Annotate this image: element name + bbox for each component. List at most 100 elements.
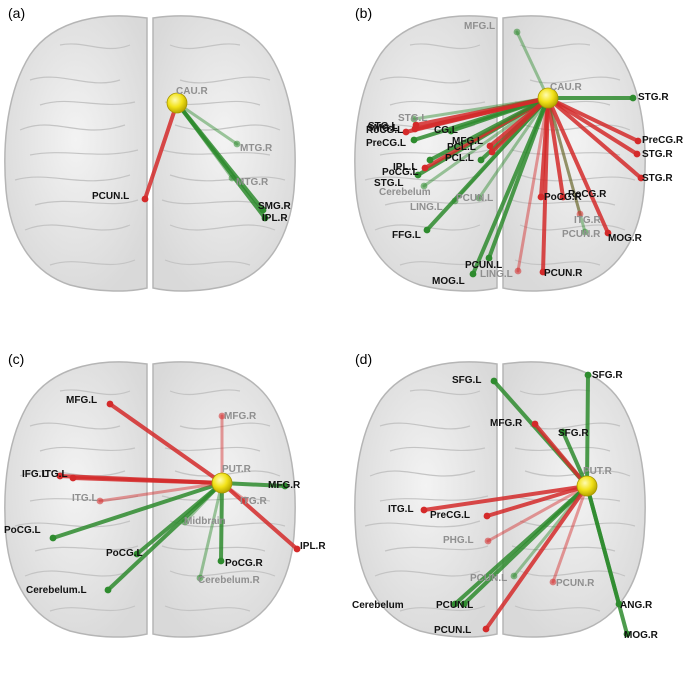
connection-edge-c-2: [220, 481, 287, 488]
connection-edge-b-5: [546, 96, 565, 199]
connection-edge-b-3: [546, 96, 639, 156]
panel-letter-b: (b): [355, 5, 372, 21]
region-node-b-24: [447, 127, 455, 135]
region-label-b-1: STG.R: [638, 92, 669, 103]
hub-label-a: CAU.R: [176, 86, 208, 97]
region-node-d-2: [531, 420, 539, 428]
region-label-b-13: PCUN.L: [465, 260, 502, 271]
region-node-c-0: [106, 400, 114, 408]
region-node-c-12: [69, 474, 77, 482]
region-label-d-13: MOG.R: [624, 630, 659, 641]
region-node-d-9: [451, 600, 459, 608]
hub-label-d: PUT.R: [583, 466, 613, 477]
connection-edge-b-16: [477, 96, 550, 200]
connection-edge-c-6: [198, 481, 224, 580]
region-label-b-22: PCL.L: [447, 142, 476, 153]
panel-letter-a: (a): [8, 5, 25, 21]
region-label-b-23: MFG.L: [452, 136, 483, 147]
region-node-d-8: [549, 578, 557, 586]
region-node-b-22: [488, 148, 496, 156]
region-label-c-3: ITG.R: [240, 496, 267, 507]
region-node-b-20: [426, 156, 434, 164]
region-label-d-10: PCUN.L: [436, 600, 473, 611]
region-label-d-1: SFG.R: [592, 370, 623, 381]
region-node-c-4: [293, 545, 301, 553]
connection-edge-d-6: [486, 484, 589, 543]
connection-edge-c-9: [106, 481, 224, 592]
connection-edge-c-10: [51, 481, 224, 540]
hub-node-c: [211, 472, 233, 494]
region-label-b-28: STG.L: [398, 113, 427, 124]
region-label-b-10: PCUN.R: [544, 268, 583, 279]
connection-edge-c-13: [58, 474, 224, 485]
region-node-d-13: [623, 630, 631, 638]
region-label-b-25: PreCG.L: [366, 138, 406, 149]
region-label-b-12: MOG.L: [432, 276, 465, 287]
region-node-b-17: [420, 182, 428, 190]
region-label-c-4: IPL.R: [300, 541, 326, 552]
panel-letter-d: (d): [355, 351, 372, 367]
region-node-b-9: [604, 229, 612, 237]
region-label-b-7: ITG.R: [574, 215, 601, 226]
region-node-c-2: [281, 482, 289, 490]
region-node-c-1: [218, 412, 226, 420]
connection-edge-d-4: [422, 484, 589, 512]
region-label-b-15: LING.L: [410, 202, 443, 213]
region-label-b-11: LING.L: [480, 269, 513, 280]
region-label-d-3: SFG.R: [558, 428, 589, 439]
connection-edge-a-0: [175, 101, 239, 146]
region-label-b-17: Cerebelum: [379, 187, 431, 198]
connection-edge-b-20: [428, 96, 550, 162]
region-label-b-21: PCL.L: [445, 153, 474, 164]
region-node-b-27: [412, 121, 420, 129]
region-node-c-3: [241, 496, 249, 504]
region-node-d-12: [615, 600, 623, 608]
hub-label-b: CAU.R: [550, 82, 582, 93]
connection-edge-b-10: [541, 96, 550, 274]
region-node-b-4: [637, 174, 645, 182]
brain-gyri: [14, 43, 286, 266]
region-label-c-1: MFG.R: [224, 411, 257, 422]
region-label-c-13: ITG.L: [42, 469, 68, 480]
region-label-d-2: MFG.R: [490, 418, 523, 429]
region-node-c-7: [181, 518, 189, 526]
hub-node-d: [576, 475, 598, 497]
region-label-a-4: PCUN.L: [92, 191, 129, 202]
region-node-b-2: [634, 137, 642, 145]
connection-edge-b-8: [546, 96, 587, 234]
region-label-c-0: MFG.L: [66, 395, 97, 406]
connection-edge-c-4: [220, 481, 299, 551]
region-node-b-21: [477, 156, 485, 164]
region-label-b-9: MOG.R: [608, 233, 643, 244]
region-label-c-7: Midbrain: [184, 516, 226, 527]
region-label-c-6: Cerebelum.R: [198, 575, 260, 586]
region-node-d-6: [484, 537, 492, 545]
region-label-a-2: SMG.R: [258, 201, 292, 212]
region-node-a-1: [228, 174, 236, 182]
region-node-c-5: [217, 557, 225, 565]
connection-edge-b-7: [546, 96, 582, 216]
region-node-d-1: [584, 371, 592, 379]
region-label-d-4: ITG.L: [388, 504, 414, 515]
region-node-b-10: [539, 268, 547, 276]
region-node-b-0: [513, 28, 521, 36]
region-label-b-24: CG.L: [434, 125, 458, 136]
region-label-c-10: PoCG.L: [4, 525, 41, 536]
connection-edge-c-5: [219, 481, 224, 563]
connection-edge-c-0: [108, 402, 224, 485]
region-label-b-6: PoCG.R: [544, 192, 583, 203]
region-node-b-18: [414, 171, 422, 179]
region-node-d-7: [510, 572, 518, 580]
region-label-d-11: PCUN.L: [434, 625, 471, 636]
region-label-a-3: IPL.R: [262, 213, 288, 224]
connection-edge-d-2: [533, 422, 589, 488]
region-label-b-20: IPL.L: [393, 162, 417, 173]
hub-label-c: PUT.R: [222, 464, 252, 475]
connection-edge-d-11: [484, 484, 589, 631]
region-label-d-12: ANG.R: [620, 600, 653, 611]
region-node-b-29: [402, 128, 410, 136]
region-node-c-10: [49, 534, 57, 542]
connection-edge-b-11: [516, 96, 550, 273]
